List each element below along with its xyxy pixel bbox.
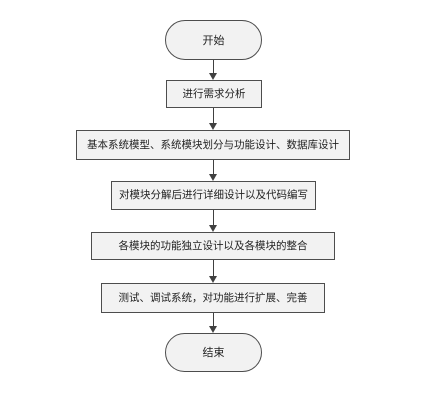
step-testing-and-improvement: 测试、调试系统，对功能进行扩展、完善 [101, 283, 325, 313]
flow-arrow-step-2-to-step-3 [209, 160, 218, 181]
flow-arrow-step-5-to-end [209, 313, 218, 333]
flow-arrow-step-4-to-step-5 [209, 260, 218, 283]
step-system-model-and-design: 基本系统模型、系统模块划分与功能设计、数据库设计 [76, 130, 350, 160]
step-module-design-and-integration: 各模块的功能独立设计以及各模块的整合 [91, 232, 335, 260]
start-node: 开始 [165, 20, 262, 60]
flow-arrow-step-3-to-step-4 [209, 210, 218, 232]
flow-arrow-step-1-to-step-2 [209, 108, 218, 130]
flow-arrow-start-to-step-1 [209, 60, 218, 80]
step-detailed-design-and-coding: 对模块分解后进行详细设计以及代码编写 [111, 181, 316, 210]
end-node: 结束 [165, 333, 262, 372]
step-requirements-analysis: 进行需求分析 [166, 80, 262, 108]
